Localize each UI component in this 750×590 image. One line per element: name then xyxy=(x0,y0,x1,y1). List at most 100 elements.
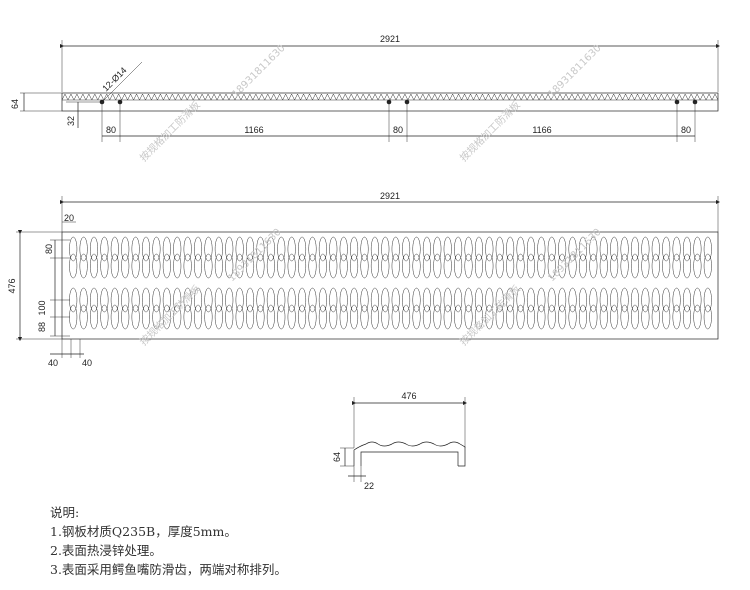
segment-dim: 80 xyxy=(106,125,116,135)
antislip-slot xyxy=(298,304,307,330)
antislip-slot xyxy=(121,287,130,313)
antislip-slot xyxy=(662,236,671,262)
antislip-slot xyxy=(298,253,307,279)
antislip-slot xyxy=(516,304,525,330)
antislip-slot xyxy=(235,253,244,279)
antislip-slot xyxy=(422,287,431,313)
antislip-slot xyxy=(360,253,369,279)
notes-title: 说明: xyxy=(50,505,80,520)
antislip-slot xyxy=(485,253,494,279)
antislip-slot xyxy=(100,253,109,279)
antislip-slot xyxy=(610,236,619,262)
antislip-slot xyxy=(495,304,504,330)
antislip-slot xyxy=(568,253,577,279)
antislip-slot xyxy=(485,304,494,330)
top-overall-length: 2921 xyxy=(380,34,400,44)
antislip-slot xyxy=(110,287,119,313)
antislip-slot xyxy=(225,236,234,262)
antislip-slot xyxy=(100,236,109,262)
antislip-slot xyxy=(454,287,463,313)
antislip-slot xyxy=(547,236,556,262)
antislip-slot xyxy=(391,236,400,262)
antislip-slot xyxy=(402,253,411,279)
antislip-slot xyxy=(256,304,265,330)
antislip-slot xyxy=(339,253,348,279)
antislip-slot xyxy=(173,304,182,330)
antislip-slot xyxy=(246,304,255,330)
antislip-slot xyxy=(214,253,223,279)
antislip-slot xyxy=(370,304,379,330)
antislip-slot xyxy=(412,287,421,313)
antislip-slot xyxy=(682,304,691,330)
antislip-slot xyxy=(464,253,473,279)
section-height-label: 64 xyxy=(332,452,342,462)
antislip-slot xyxy=(443,236,452,262)
antislip-slot xyxy=(682,253,691,279)
antislip-slot xyxy=(682,236,691,262)
antislip-slot xyxy=(703,287,712,313)
antislip-slot xyxy=(412,253,421,279)
antislip-slot xyxy=(578,287,587,313)
antislip-slot xyxy=(433,236,442,262)
antislip-slot xyxy=(391,304,400,330)
antislip-slot xyxy=(589,304,598,330)
antislip-slot xyxy=(246,253,255,279)
antislip-slot xyxy=(703,253,712,279)
antislip-slot xyxy=(360,304,369,330)
antislip-slot xyxy=(526,287,535,313)
antislip-slot xyxy=(610,304,619,330)
antislip-slot xyxy=(69,236,78,262)
antislip-slot xyxy=(662,253,671,279)
antislip-slot xyxy=(433,287,442,313)
antislip-slot xyxy=(298,287,307,313)
plan-overall-length: 2921 xyxy=(380,191,400,201)
antislip-slot xyxy=(214,304,223,330)
antislip-slot xyxy=(350,253,359,279)
antislip-slot xyxy=(183,304,192,330)
antislip-slot xyxy=(547,287,556,313)
antislip-slot xyxy=(412,236,421,262)
antislip-slot xyxy=(110,253,119,279)
antislip-slot xyxy=(162,287,171,313)
antislip-slot xyxy=(693,304,702,330)
section-view: 476 64 22 xyxy=(332,391,468,491)
antislip-slot xyxy=(194,304,203,330)
antislip-slot xyxy=(277,236,286,262)
antislip-slot xyxy=(620,304,629,330)
antislip-slot xyxy=(516,253,525,279)
antislip-slot xyxy=(578,253,587,279)
antislip-slot xyxy=(485,236,494,262)
antislip-slot xyxy=(464,287,473,313)
antislip-slot xyxy=(589,287,598,313)
antislip-slot xyxy=(277,253,286,279)
antislip-slot xyxy=(589,253,598,279)
antislip-slot xyxy=(422,253,431,279)
antislip-slot xyxy=(599,236,608,262)
antislip-slot xyxy=(235,236,244,262)
antislip-slot xyxy=(641,287,650,313)
antislip-slot xyxy=(454,253,463,279)
antislip-slot xyxy=(537,253,546,279)
antislip-slot xyxy=(152,304,161,330)
watermark-text: 按规格加工防滑板 xyxy=(457,98,523,164)
antislip-slot xyxy=(693,287,702,313)
antislip-slot xyxy=(630,304,639,330)
antislip-slot xyxy=(131,236,140,262)
antislip-slot xyxy=(318,253,327,279)
antislip-slot xyxy=(360,287,369,313)
antislip-slot xyxy=(641,304,650,330)
top-plate-outline xyxy=(61,92,719,112)
antislip-slot xyxy=(568,287,577,313)
antislip-slot xyxy=(568,304,577,330)
antislip-slot xyxy=(454,236,463,262)
antislip-slot xyxy=(620,236,629,262)
antislip-slot xyxy=(506,236,515,262)
antislip-slot xyxy=(350,287,359,313)
antislip-slot xyxy=(256,236,265,262)
antislip-slot xyxy=(433,304,442,330)
row-spacing-mid: 100 xyxy=(37,300,47,315)
antislip-slot xyxy=(204,304,213,330)
antislip-slot xyxy=(682,287,691,313)
watermark-number: 18931811630 xyxy=(230,43,287,100)
antislip-slot xyxy=(183,253,192,279)
